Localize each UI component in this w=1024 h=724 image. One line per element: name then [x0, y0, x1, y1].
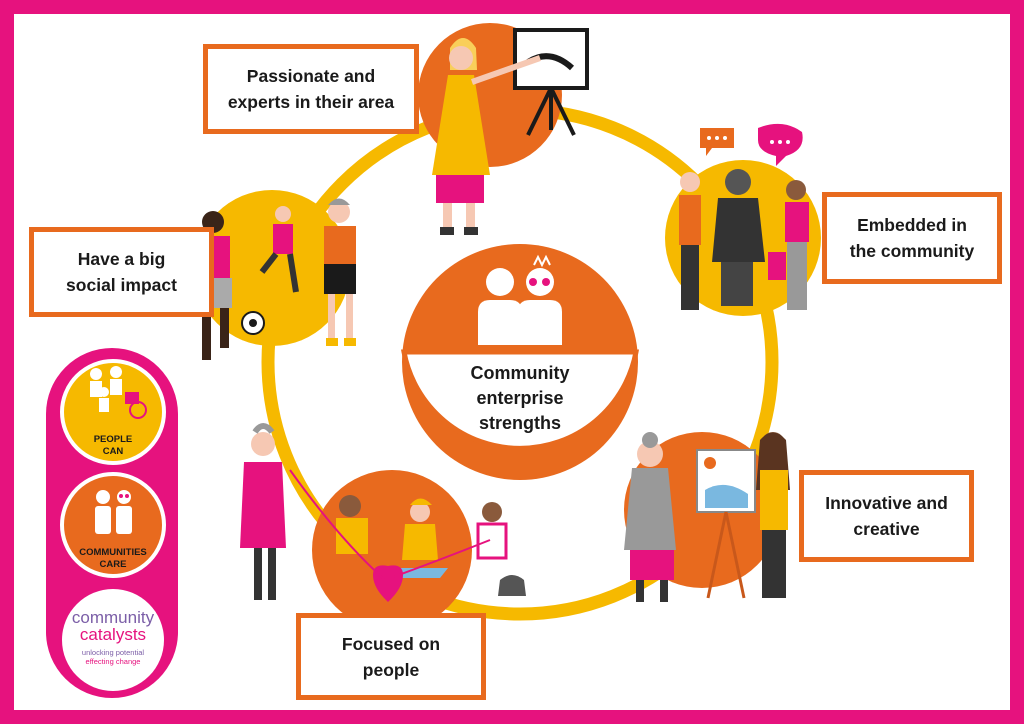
label-embedded: Embedded in the community: [822, 192, 1002, 284]
people-can-icon: [90, 366, 147, 419]
center-title: Community enterprise strengths: [470, 363, 570, 433]
artists-illustration: [624, 432, 790, 602]
communities-care-label: COMMUNITIES CARE: [79, 547, 147, 570]
brand-panel: [46, 348, 178, 698]
label-innovative: Innovative and creative: [799, 470, 974, 562]
canvas: Community enterprise strengths Passionat…: [14, 14, 1010, 710]
label-embedded-text: Embedded in the community: [849, 215, 975, 261]
label-focused: Focused on people: [296, 613, 486, 700]
label-innovative-text: Innovative and creative: [825, 493, 948, 539]
label-social-impact: Have a big social impact: [29, 227, 214, 317]
community-people-icon: [478, 254, 562, 345]
community-group-illustration: [679, 123, 809, 310]
label-focused-text: Focused on people: [341, 633, 441, 680]
label-social-impact-text: Have a big social impact: [66, 249, 177, 295]
logo-community: community: [71, 608, 155, 627]
label-passionate: Passionate and experts in their area: [203, 44, 419, 134]
label-passionate-text: Passionate and experts in their area: [227, 66, 395, 112]
logo-tagline-1: unlocking potential: [81, 648, 145, 657]
logo-catalysts: catalysts: [79, 625, 147, 644]
people-can-label: PEOPLE CAN: [93, 434, 133, 457]
communities-care-icon: [95, 490, 132, 534]
center-disc: [400, 244, 640, 480]
strength-circle-social-impact: [194, 190, 350, 346]
presenter-illustration: [432, 28, 589, 235]
knitting-illustration: [240, 423, 526, 602]
logo-tagline-2: effecting change: [85, 657, 141, 666]
